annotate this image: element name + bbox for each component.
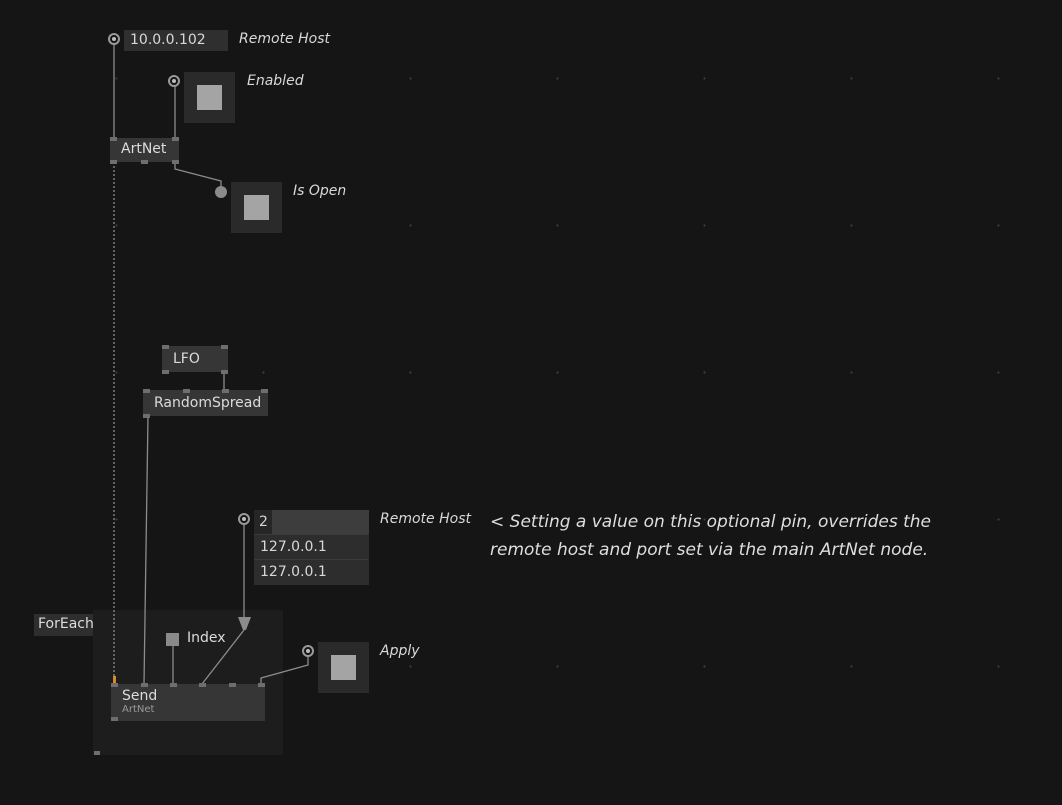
send-input-pin[interactable] bbox=[199, 683, 206, 687]
random-spread-input-pin[interactable] bbox=[183, 389, 190, 393]
enabled-output-pin-icon[interactable] bbox=[168, 75, 180, 87]
apply-output-pin-icon[interactable] bbox=[302, 645, 314, 657]
random-spread-input-pin[interactable] bbox=[143, 389, 150, 393]
is-open-toggle[interactable] bbox=[231, 182, 282, 233]
enabled-toggle[interactable] bbox=[184, 72, 235, 123]
comment-line-2: remote host and port set via the main Ar… bbox=[490, 540, 929, 560]
foreach-region[interactable] bbox=[93, 610, 283, 755]
artnet-output-pin[interactable] bbox=[172, 160, 179, 164]
random-spread-node-label: RandomSpread bbox=[154, 395, 262, 411]
send-node-label: Send bbox=[122, 688, 158, 704]
spread-count-field[interactable]: 2 bbox=[254, 510, 272, 534]
random-spread-node[interactable]: RandomSpread bbox=[143, 390, 268, 416]
lfo-output-pin[interactable] bbox=[221, 370, 228, 374]
send-node-category: ArtNet bbox=[122, 704, 155, 715]
send-input-pin[interactable] bbox=[111, 683, 118, 687]
spread-count-value: 2 bbox=[259, 514, 268, 530]
is-open-toggle-indicator bbox=[244, 195, 269, 220]
lfo-node-label: LFO bbox=[173, 351, 200, 367]
comment-text: < Setting a value on this optional pin, … bbox=[490, 508, 931, 564]
send-input-pin[interactable] bbox=[258, 683, 265, 687]
remote-host-spread-output-pin-icon[interactable] bbox=[238, 513, 250, 525]
foreach-region-label[interactable]: ForEach bbox=[34, 614, 94, 636]
foreach-corner-pin bbox=[94, 751, 100, 755]
index-label: Index bbox=[187, 630, 226, 646]
apply-label: Apply bbox=[380, 643, 420, 659]
is-open-input-pin-icon[interactable] bbox=[215, 186, 227, 198]
artnet-node-label: ArtNet bbox=[121, 141, 167, 157]
enabled-toggle-indicator bbox=[197, 85, 222, 110]
apply-toggle-indicator bbox=[331, 655, 356, 680]
artnet-output-pin[interactable] bbox=[110, 160, 117, 164]
spread-item[interactable]: 127.0.0.1 bbox=[254, 534, 368, 558]
lfo-node[interactable]: LFO bbox=[162, 346, 228, 372]
lfo-output-pin[interactable] bbox=[162, 370, 169, 374]
random-spread-output-pin[interactable] bbox=[143, 414, 150, 418]
remote-host-input-box[interactable]: 10.0.0.102 bbox=[124, 30, 228, 51]
spread-count-bar[interactable] bbox=[272, 510, 369, 534]
is-open-label: Is Open bbox=[293, 183, 347, 199]
apply-toggle[interactable] bbox=[318, 642, 369, 693]
lfo-input-pin[interactable] bbox=[162, 345, 169, 349]
artnet-input-pin[interactable] bbox=[172, 137, 179, 141]
send-output-pin[interactable] bbox=[111, 717, 118, 721]
artnet-node[interactable]: ArtNet bbox=[110, 138, 179, 162]
artnet-input-pin[interactable] bbox=[110, 137, 117, 141]
random-spread-input-pin[interactable] bbox=[222, 389, 229, 393]
remote-host-spread-label: Remote Host bbox=[380, 511, 471, 527]
send-input-pin[interactable] bbox=[229, 683, 236, 687]
send-input-pin[interactable] bbox=[141, 683, 148, 687]
index-square-icon bbox=[166, 633, 179, 646]
lfo-input-pin[interactable] bbox=[221, 345, 228, 349]
remote-host-spread-box[interactable]: 2 127.0.0.1 127.0.0.1 bbox=[254, 510, 369, 585]
remote-host-output-pin-icon[interactable] bbox=[108, 33, 120, 45]
artnet-output-pin[interactable] bbox=[141, 160, 148, 164]
random-spread-input-pin[interactable] bbox=[261, 389, 268, 393]
comment-line-1: < Setting a value on this optional pin, … bbox=[490, 512, 932, 532]
remote-host-label: Remote Host bbox=[239, 31, 330, 47]
send-node[interactable]: Send ArtNet bbox=[111, 684, 265, 721]
send-input-pin[interactable] bbox=[170, 683, 177, 687]
spread-item[interactable]: 127.0.0.1 bbox=[254, 559, 368, 583]
enabled-label: Enabled bbox=[247, 73, 304, 89]
